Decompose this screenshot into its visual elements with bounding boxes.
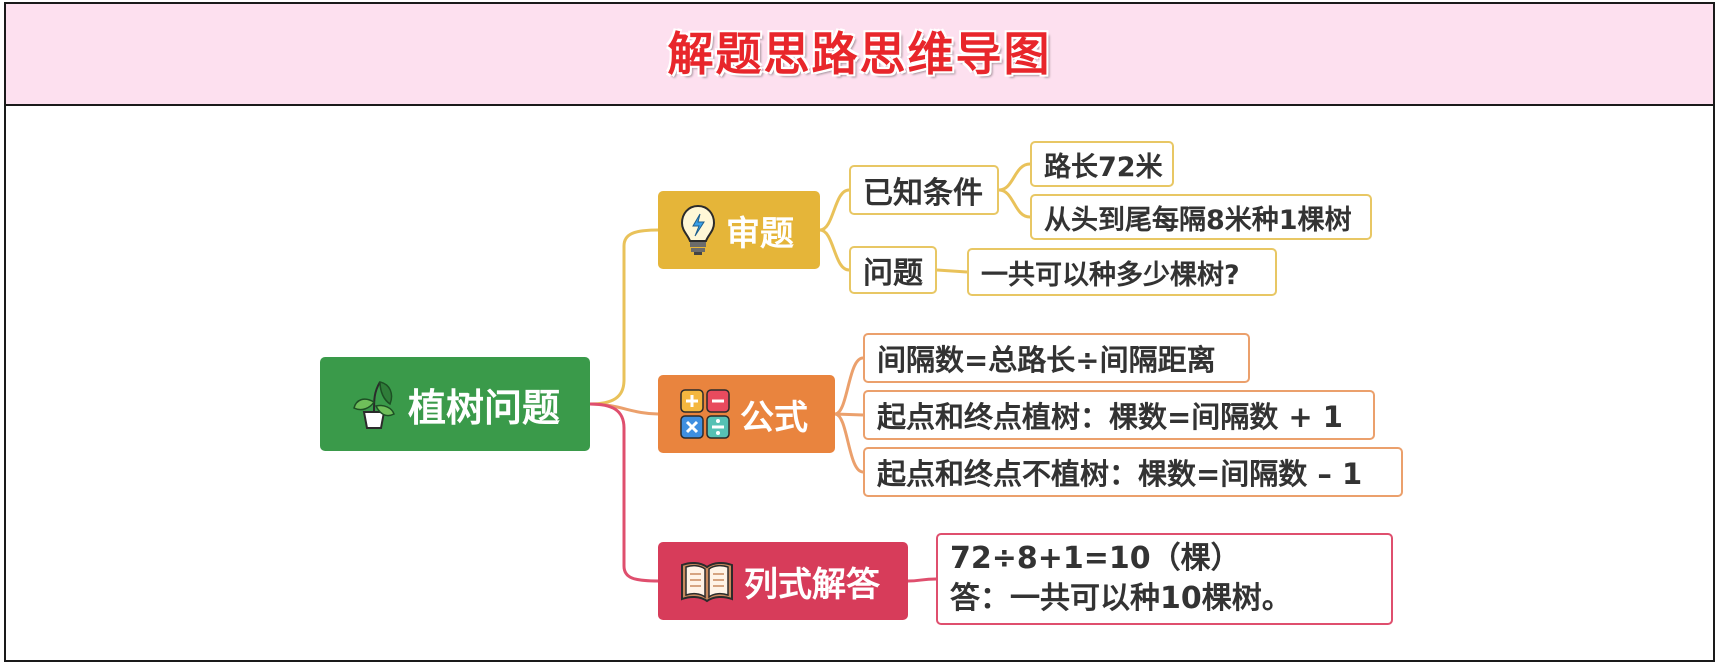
link-gongshi-f3 <box>834 412 864 474</box>
page-title: 解题思路思维导图 <box>667 27 1052 81</box>
potted-plant-icon <box>353 381 395 429</box>
solution-node[interactable]: 72÷8+1=10（棵） 答：一共可以种10棵树。 <box>936 533 1393 625</box>
link-root-lieshi <box>589 402 659 583</box>
known-conditions-node[interactable]: 已知条件 <box>849 165 999 215</box>
branch-lieshi-label: 列式解答 <box>744 564 880 605</box>
branch-lieshi[interactable]: 列式解答 <box>658 542 908 620</box>
known-tree-interval[interactable]: 从头到尾每隔8米种1棵树 <box>1030 194 1372 240</box>
link-gongshi-f2 <box>834 412 864 417</box>
branch-shenti-label: 审题 <box>726 213 794 254</box>
open-book-icon <box>681 561 733 603</box>
branch-gongshi-label: 公式 <box>740 397 808 438</box>
link-shenti-wenti <box>819 228 850 272</box>
branch-shenti[interactable]: 审题 <box>658 191 820 269</box>
known-road-length[interactable]: 路长72米 <box>1030 141 1174 187</box>
root-node[interactable]: 植树问题 <box>320 357 590 451</box>
question-node[interactable]: 问题 <box>849 246 937 294</box>
question-value[interactable]: 一共可以种多少棵树? <box>967 248 1277 296</box>
solution-equation: 72÷8+1=10（棵） <box>950 541 1241 576</box>
link-root-shenti <box>589 228 659 406</box>
branch-gongshi[interactable]: 公式 <box>658 375 835 453</box>
lightbulb-icon <box>680 204 716 255</box>
formula-no-ends-planted[interactable]: 起点和终点不植树：棵数=间隔数 – 1 <box>863 447 1403 497</box>
solution-answer: 答：一共可以种10棵树。 <box>950 581 1292 616</box>
calculator-icon <box>680 389 730 439</box>
root-label: 植树问题 <box>407 385 560 430</box>
link-shenti-yizhi <box>819 188 850 232</box>
formula-interval-count[interactable]: 间隔数=总路长÷间隔距离 <box>863 333 1250 383</box>
link-wenti-value <box>936 268 968 274</box>
link-yizhi-congtou <box>998 188 1031 219</box>
link-lieshi-answer <box>907 577 937 583</box>
link-yizhi-luchang <box>998 162 1031 192</box>
link-gongshi-f1 <box>834 356 864 416</box>
title-banner: 解题思路思维导图 <box>6 4 1713 106</box>
formula-both-ends-planted[interactable]: 起点和终点植树：棵数=间隔数 + 1 <box>863 390 1375 440</box>
